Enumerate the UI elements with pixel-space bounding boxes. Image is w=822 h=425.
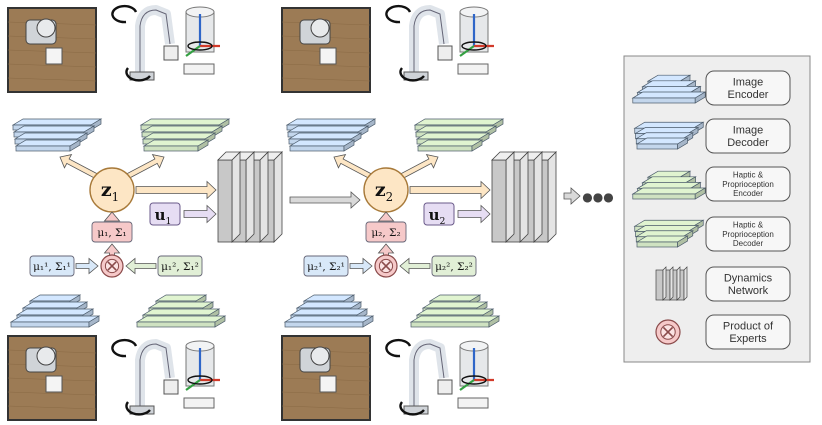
ellipsis: ●●● <box>582 190 613 204</box>
vision-params-box-text: μ₂¹, Σ₂¹ <box>307 261 345 273</box>
poe-params-to-latent-arrow <box>377 211 395 222</box>
poe-to-params-arrow <box>377 243 395 257</box>
haptic-to-poe-arrow <box>399 257 431 275</box>
bottom-robot-render <box>111 338 220 416</box>
action-to-dynamics-arrow <box>183 204 217 224</box>
poe-legend-node <box>655 319 681 345</box>
legend-frame <box>623 55 811 363</box>
haptic-encoder-icon <box>631 170 707 200</box>
haptic-to-poe-arrow <box>125 257 157 275</box>
latent-label: z2 <box>375 179 393 204</box>
poe-params-box-text: μ₂, Σ₂ <box>371 227 400 239</box>
latent-to-haptic-decoder-arrow <box>126 153 165 179</box>
peg <box>319 375 337 393</box>
image-decoder-legend-stack <box>633 121 705 150</box>
legend-label-box <box>705 216 791 252</box>
bottom-camera-image <box>281 335 371 421</box>
action-node <box>149 202 181 226</box>
dynamics-to-next-latent-arrow <box>289 191 361 209</box>
vision-to-poe-arrow <box>75 257 99 275</box>
haptic-encoder-stack <box>409 294 501 328</box>
bottom-robot-render <box>385 338 494 416</box>
poe-params-to-latent-arrow <box>103 211 121 222</box>
haptic-decoder-legend-stack <box>633 219 705 248</box>
latent-to-image-decoder-arrow <box>333 153 372 179</box>
vision-params-box: μ₁¹, Σ₁¹ <box>29 255 75 277</box>
haptic-decoder-stack <box>139 118 231 152</box>
haptic-decoder-icon <box>633 219 705 248</box>
poe-params-box: μ₂, Σ₂ <box>365 221 407 243</box>
latent-label: z1 <box>101 179 119 204</box>
haptic-encoder-stack <box>135 294 227 328</box>
action-to-dynamics-arrow <box>457 204 491 224</box>
haptic-params-box-text: μ₂², Σ₂² <box>435 261 473 273</box>
timestep-2: z2 u2 μ₂, Σ₂ μ₂¹, Σ₂¹ μ₂², Σ₂² <box>281 4 557 421</box>
action-label: u1 <box>155 206 172 227</box>
top-camera-image <box>281 7 371 93</box>
product-of-experts-icon <box>655 319 681 345</box>
dynamics-to-ellipsis-arrow <box>563 187 581 205</box>
latent-to-image-decoder-arrow <box>59 153 98 179</box>
legend-label-box <box>705 70 791 106</box>
latent-to-dynamics-arrow <box>409 180 491 200</box>
legend-label-box <box>705 166 791 202</box>
poe-params-box: μ₁, Σ₁ <box>91 221 133 243</box>
haptic-params-box: μ₂², Σ₂² <box>431 255 477 277</box>
poe-to-params-arrow <box>103 243 121 257</box>
top-robot-render <box>385 4 494 82</box>
haptic-params-box: μ₁², Σ₁² <box>157 255 203 277</box>
image-encoder-icon <box>631 74 707 104</box>
dynamics-network-block <box>491 151 557 243</box>
legend-label-box <box>705 118 791 154</box>
image-encoder-legend-stack <box>631 74 707 104</box>
dynamics-network-icon <box>655 266 688 301</box>
image-decoder-stack <box>285 118 377 152</box>
haptic-decoder-stack <box>413 118 505 152</box>
peg <box>45 47 63 65</box>
latent-to-dynamics-arrow <box>135 180 217 200</box>
top-robot-render <box>111 4 220 82</box>
diagram-main: z1 u1 μ₁, Σ₁ μ₁¹, Σ₁¹ μ₁², Σ₁² z2 u2 μ₂, Σ₂ μ₂¹,… <box>7 4 614 421</box>
legend-label-box <box>705 266 791 302</box>
haptic-params-box-text: μ₁², Σ₁² <box>161 261 199 273</box>
product-of-experts-node <box>100 254 124 278</box>
image-encoder-stack <box>283 294 375 328</box>
peg <box>45 375 63 393</box>
top-camera-image <box>7 7 97 93</box>
image-decoder-icon <box>633 121 705 150</box>
poe-params-box-text: μ₁, Σ₁ <box>97 227 126 239</box>
vision-params-box-text: μ₁¹, Σ₁¹ <box>33 261 71 273</box>
image-decoder-stack <box>11 118 103 152</box>
vision-to-poe-arrow <box>349 257 373 275</box>
latent-to-haptic-decoder-arrow <box>400 153 439 179</box>
dynamics-network-block <box>217 151 283 243</box>
timestep-1: z1 u1 μ₁, Σ₁ μ₁¹, Σ₁¹ μ₁², Σ₁² <box>7 4 283 421</box>
peg <box>319 47 337 65</box>
legend-label-box <box>705 314 791 350</box>
haptic-encoder-legend-stack <box>631 170 707 200</box>
vision-params-box: μ₂¹, Σ₂¹ <box>303 255 349 277</box>
action-node <box>423 202 455 226</box>
action-label: u2 <box>429 206 446 227</box>
product-of-experts-node <box>374 254 398 278</box>
bottom-camera-image <box>7 335 97 421</box>
image-encoder-stack <box>9 294 101 328</box>
